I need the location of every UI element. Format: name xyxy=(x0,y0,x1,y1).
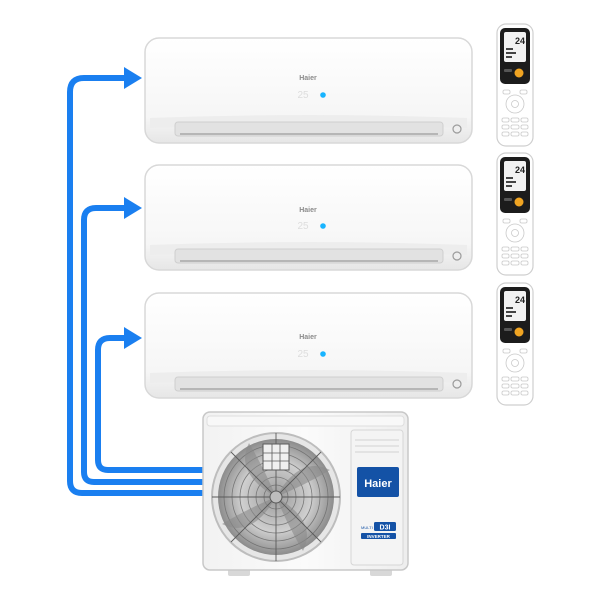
remote-temperature-display: 24 xyxy=(515,36,525,46)
pipe-to-unit-1 xyxy=(67,75,208,496)
temperature-display: 25 xyxy=(297,221,309,232)
inverter-badge-label: INVERTER xyxy=(367,534,391,539)
temperature-display: 25 xyxy=(297,90,309,101)
pipe-to-unit-2 xyxy=(81,205,208,485)
status-indicator-icon xyxy=(320,92,326,98)
indoor-unit-brand-logo: Haier xyxy=(299,75,317,82)
arrow-right-icon xyxy=(124,327,142,349)
indoor-unit-2: Haier 25 xyxy=(144,164,473,271)
remote-temperature-display: 24 xyxy=(515,165,525,175)
indoor-unit-brand-logo: Haier xyxy=(299,207,317,214)
remote-temperature-display: 24 xyxy=(515,295,525,305)
pipe-to-unit-3 xyxy=(95,335,208,473)
inverter-badge-code: D3I xyxy=(380,525,391,532)
wifi-module-icon xyxy=(452,379,462,389)
fan-grille-icon xyxy=(211,432,341,562)
inverter-badge: MULTI D3I INVERTER xyxy=(361,522,396,539)
remote-control-1: 24 xyxy=(496,23,534,147)
wifi-module-icon xyxy=(452,124,462,134)
remote-control-2: 24 xyxy=(496,152,534,276)
indoor-unit-3: Haier 25 xyxy=(144,292,473,399)
arrow-right-icon xyxy=(124,197,142,219)
status-indicator-icon xyxy=(320,223,326,229)
status-indicator-icon xyxy=(320,351,326,357)
outdoor-brand-logo xyxy=(357,467,399,497)
pipe-arrowheads xyxy=(124,67,142,349)
refrigerant-pipes xyxy=(67,75,208,496)
arrow-right-icon xyxy=(124,67,142,89)
inverter-badge-multi: MULTI xyxy=(361,525,373,530)
indoor-unit-1: Haier 25 xyxy=(144,37,473,144)
remote-power-button-icon xyxy=(514,327,524,337)
remote-control-3: 24 xyxy=(496,282,534,406)
temperature-display: 25 xyxy=(297,349,309,360)
wifi-module-icon xyxy=(452,251,462,261)
remote-power-button-icon xyxy=(514,68,524,78)
outdoor-brand-text: Haier xyxy=(364,478,392,490)
outdoor-unit: Haier MULTI D3I INVERTER xyxy=(202,411,409,576)
indoor-unit-brand-logo: Haier xyxy=(299,334,317,341)
remote-power-button-icon xyxy=(514,197,524,207)
